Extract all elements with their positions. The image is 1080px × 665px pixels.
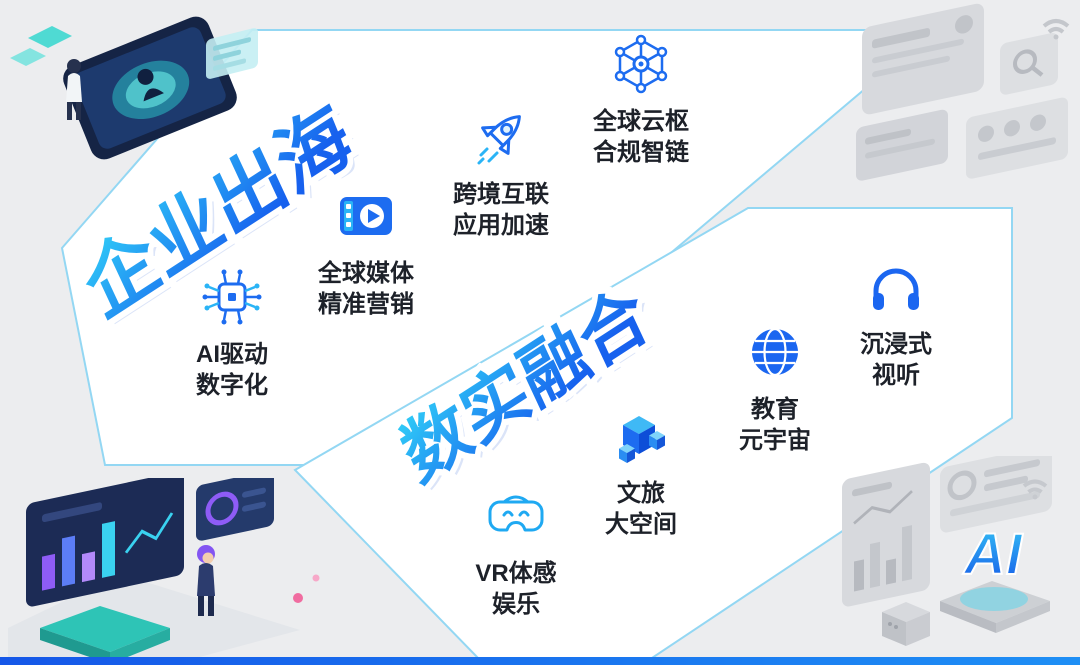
label-line: 教育 — [751, 396, 799, 423]
deco-chip — [10, 48, 46, 66]
label-line: 数字化 — [196, 372, 268, 400]
line-chart — [124, 512, 174, 554]
feature-label: 文旅 大空间 — [605, 478, 677, 540]
isometric-phone — [63, 16, 237, 160]
wifi-icon — [1022, 479, 1048, 500]
ai-3d-text: AI — [962, 522, 1024, 587]
feature-global-cloud-compliance: 全球云枢 合规智链 — [551, 32, 731, 168]
server-stack — [882, 602, 930, 646]
feature-immersive-audiovisual: 沉浸式 视听 — [806, 255, 986, 391]
deco-card-large — [862, 3, 984, 115]
person-figure — [66, 59, 82, 120]
feature-label: 全球云枢 合规智链 — [593, 106, 689, 168]
bottom-accent-bar — [0, 657, 1080, 665]
ai-platform — [940, 581, 1050, 633]
deco-card-icons — [966, 97, 1068, 179]
label-line: 合规智链 — [593, 139, 689, 167]
feature-label: VR体感 娱乐 — [475, 558, 556, 620]
label-line: 沉浸式 — [860, 331, 932, 358]
label-line: 跨境互联 — [453, 181, 549, 208]
feature-label: AI驱动 数字化 — [196, 339, 268, 401]
deco-dot — [293, 593, 303, 603]
label-line: 娱乐 — [492, 591, 540, 619]
label-line: 文旅 — [617, 480, 665, 507]
label-line: 全球媒体 — [318, 260, 414, 287]
rocket-icon — [469, 105, 533, 169]
bar-chart — [854, 525, 912, 592]
headphones-icon — [864, 255, 928, 319]
feature-label: 跨境互联 应用加速 — [453, 179, 549, 241]
deco-panel — [206, 28, 258, 79]
vr-headset-icon — [484, 484, 548, 548]
feature-label: 教育 元宇宙 — [739, 394, 811, 456]
chart-card-wide — [940, 456, 1052, 533]
feature-cross-border-acceleration: 跨境互联 应用加速 — [411, 105, 591, 241]
feature-education-metaverse: 教育 元宇宙 — [685, 320, 865, 456]
magnifier-icon — [1013, 49, 1044, 77]
label-line: 精准营销 — [318, 291, 414, 319]
chart-card-tall — [842, 462, 930, 607]
deco-card-search — [1000, 33, 1058, 95]
deco-card-small — [856, 109, 948, 181]
line-chart — [853, 490, 913, 525]
feature-label: 全球媒体 精准营销 — [318, 258, 414, 320]
label-line: AI驱动 — [196, 341, 268, 368]
bar-chart — [42, 521, 115, 591]
dashboard-panel — [26, 478, 184, 607]
globe-icon — [743, 320, 807, 384]
deco-dot — [312, 574, 320, 582]
feature-global-media-marketing: 全球媒体 精准营销 — [276, 184, 456, 320]
label-line: 全球云枢 — [593, 108, 689, 135]
feature-vr-entertainment: VR体感 娱乐 — [426, 484, 606, 620]
desk — [40, 606, 170, 664]
person-figure — [197, 545, 215, 616]
network-nodes-icon — [609, 32, 673, 96]
donut-chart — [947, 470, 977, 501]
illustration-top-left — [0, 0, 280, 190]
gauge-panel — [196, 478, 274, 541]
bell-icon — [955, 15, 973, 34]
feature-culture-tourism-space: 文旅 大空间 — [551, 404, 731, 540]
illustration-bottom-left — [0, 478, 340, 665]
feature-ai-digitalization: AI驱动 数字化 — [142, 265, 322, 401]
label-line: 应用加速 — [453, 212, 549, 240]
deco-chip — [28, 26, 72, 48]
film-player-icon — [334, 184, 398, 248]
illustration-bottom-right: AI — [828, 456, 1080, 665]
ai-chip-icon — [200, 265, 264, 329]
wifi-icon — [1042, 19, 1070, 40]
label-line: 大空间 — [605, 511, 677, 539]
label-line: 元宇宙 — [739, 427, 811, 455]
illustration-top-right — [848, 0, 1080, 195]
label-line: 视听 — [872, 362, 920, 390]
iso-cubes-icon — [609, 404, 673, 468]
label-line: VR体感 — [475, 560, 557, 587]
feature-label: 沉浸式 视听 — [860, 329, 932, 391]
